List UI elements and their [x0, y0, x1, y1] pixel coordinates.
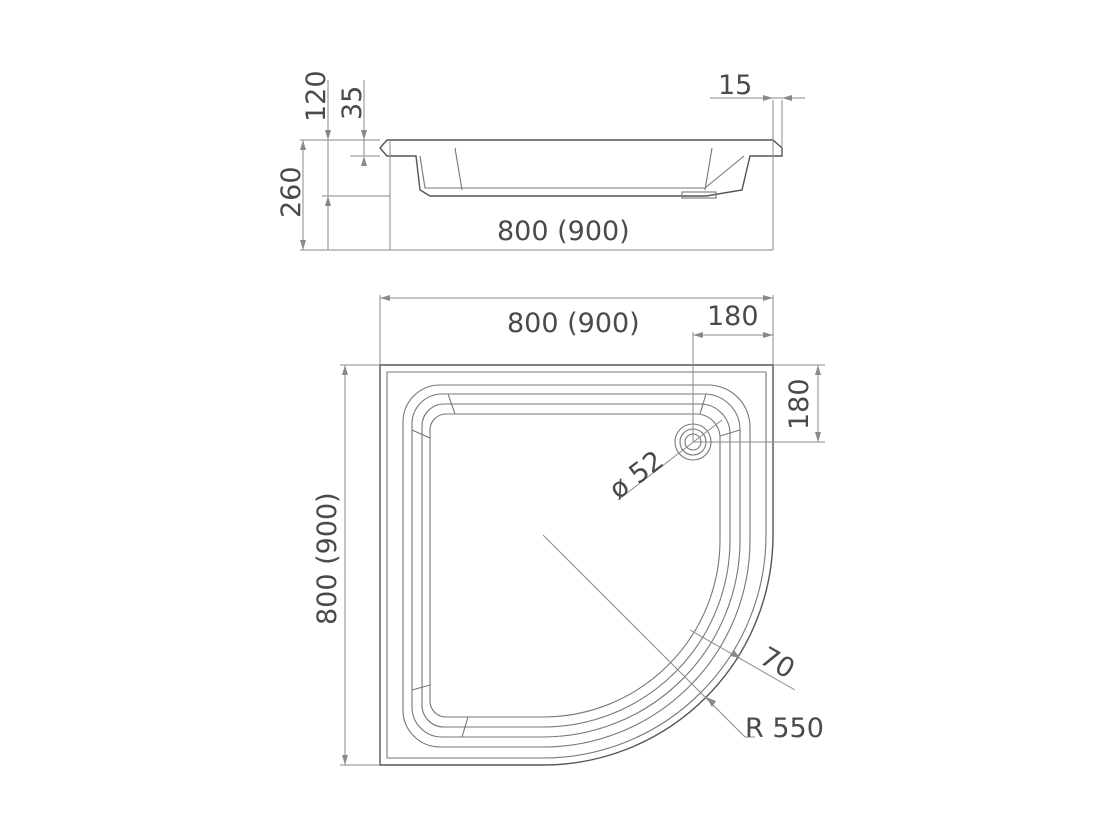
arrow-180y-top	[815, 365, 821, 375]
basin-ring-1	[402, 384, 751, 748]
arrow-15-right	[782, 95, 792, 101]
basin-ring-2	[411, 393, 741, 738]
arrow-35-bottom	[361, 156, 367, 166]
basin-ring-3	[421, 403, 731, 728]
seam-left-top	[411, 429, 431, 439]
arrow-35-top	[361, 130, 367, 140]
dim-edge-line	[689, 629, 796, 691]
seam-top-left	[447, 393, 456, 415]
arrow-depth-bottom	[342, 755, 348, 765]
seam-top-right	[699, 393, 707, 415]
arrow-width-right	[763, 295, 773, 301]
arrow-edge	[730, 650, 740, 658]
arrow-180x-right	[763, 332, 773, 338]
seam-left-bottom	[411, 684, 431, 691]
arrow-depth-top	[342, 365, 348, 375]
dim-180-x-label: 180	[707, 301, 759, 332]
dim-260-label: 260	[276, 166, 307, 218]
arrow-180x-left	[693, 332, 703, 338]
drain-side	[681, 191, 717, 199]
seam-bottom	[461, 716, 469, 738]
tray-side-seam-left	[454, 147, 463, 191]
arrow-180y-bottom	[815, 432, 821, 442]
arrow-15-left	[763, 95, 773, 101]
dim-side-width-label: 800 (900)	[497, 216, 630, 247]
basin-floor	[429, 413, 721, 718]
dim-depth-label: 800 (900)	[312, 492, 343, 625]
arrow-120-top	[325, 130, 331, 140]
dim-35-label: 35	[337, 86, 368, 120]
dim-top-width-label: 800 (900)	[507, 308, 640, 339]
side-view: 260 120 35 15 800 (900)	[276, 70, 805, 251]
dim-diameter-label: ø 52	[604, 445, 670, 506]
dim-15-label: 15	[718, 70, 752, 101]
arrow-width-left	[380, 295, 390, 301]
dim-radius-label: R 550	[745, 713, 824, 744]
dim-120-label: 120	[301, 70, 332, 122]
tray-side-seam-right	[704, 147, 713, 191]
dim-diameter-leader	[617, 419, 723, 501]
seam-right-top	[719, 429, 741, 437]
dim-180-y-label: 180	[784, 378, 815, 430]
arrow-260-bottom	[300, 240, 306, 250]
dim-edge-label: 70	[755, 641, 800, 685]
arrow-260-top	[300, 140, 306, 150]
tray-side-inner	[419, 155, 745, 189]
arrow-120-bottom	[325, 196, 331, 206]
top-view: 800 (900) 180 180 ø 52 800 (900) R 550 7	[312, 295, 825, 766]
arrow-radius	[706, 697, 716, 707]
tray-outer-outline	[379, 364, 774, 766]
